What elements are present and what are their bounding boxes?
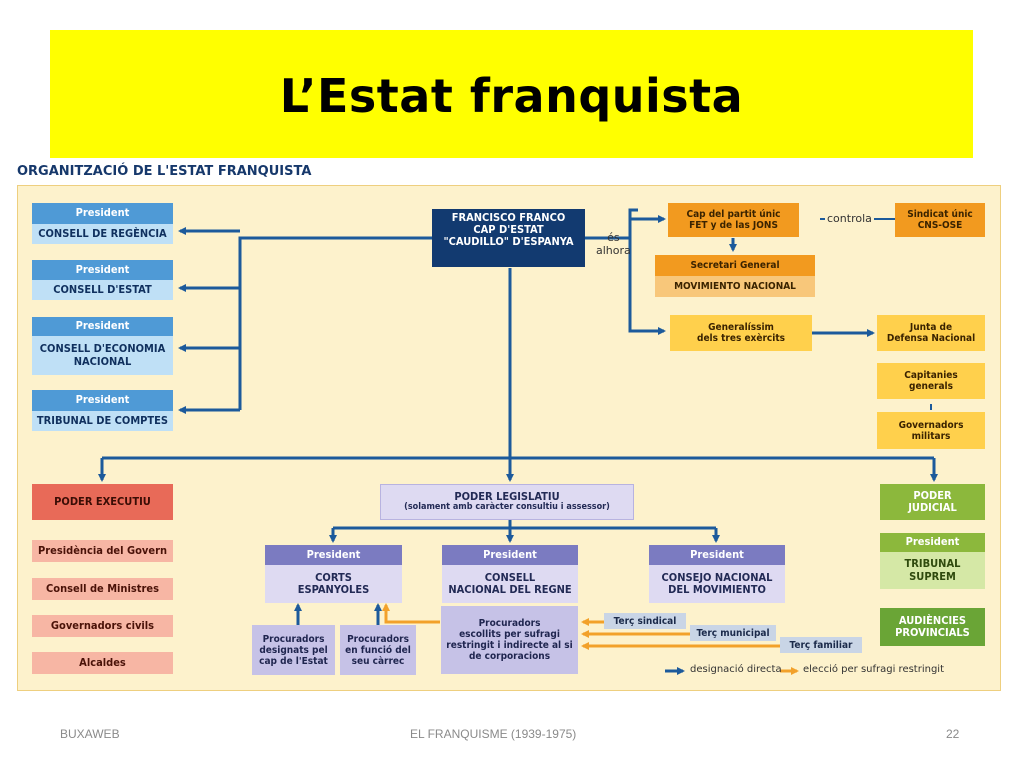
- executive-title-box: PODER EXECUTIU: [32, 484, 173, 520]
- terc-familiar-tag: Terç familiar: [780, 637, 862, 653]
- judicial-president-label: President: [880, 533, 985, 552]
- footer-left: BUXAWEB: [60, 727, 120, 741]
- legislative-subtitle: (solament amb caràcter consultiu i asses…: [404, 502, 610, 513]
- council-estat: President CONSELL D'ESTAT: [32, 260, 173, 300]
- terc-sindical-tag: Terç sindical: [604, 613, 686, 629]
- executive-item: Presidència del Govern: [32, 540, 173, 562]
- procuradors-designats-box: Procuradors designats pel cap de l'Estat: [252, 625, 335, 675]
- executive-item: Alcaldes: [32, 652, 173, 674]
- council-name: CONSELL DE REGÈNCIA: [32, 223, 173, 244]
- legislative-title-box: PODER LEGISLATIU (solament amb caràcter …: [380, 484, 634, 520]
- council-regencia: President CONSELL DE REGÈNCIA: [32, 203, 173, 244]
- head-of-state-box: FRANCISCO FRANCO CAP D'ESTAT "CAUDILLO" …: [432, 209, 585, 267]
- diagram-heading: ORGANITZACIÓ DE L'ESTAT FRANQUISTA: [17, 164, 312, 179]
- council-name: CONSELL D'ESTAT: [32, 280, 173, 300]
- executive-item: Governadors civils: [32, 615, 173, 637]
- council-president-label: President: [32, 317, 173, 336]
- council-president-label: President: [32, 260, 173, 280]
- title-bar: L’Estat franquista: [50, 30, 973, 158]
- legend-direct-label: designació directa: [690, 664, 782, 675]
- body-president-label: President: [265, 545, 402, 565]
- body-president-label: President: [649, 545, 785, 565]
- head-of-state-line: FRANCISCO FRANCO: [451, 211, 566, 224]
- page-number: 22: [946, 727, 960, 741]
- head-of-state-line: CAP D'ESTAT: [473, 223, 544, 237]
- movement-box: Secretari General MOVIMIENTO NACIONAL: [655, 255, 815, 297]
- controla-label: controla: [825, 212, 874, 225]
- legislative-title: PODER LEGISLATIU: [454, 490, 560, 503]
- body-president-label: President: [442, 545, 578, 565]
- legend-restricted-label: elecció per sufragi restringit: [803, 664, 945, 675]
- procuradors-escollits-box: Procuradors escollits per sufragi restri…: [441, 606, 578, 674]
- procuradors-funcio-box: Procuradors en funció del seu càrrec: [340, 625, 416, 675]
- executive-item: Consell de Ministres: [32, 578, 173, 600]
- terc-municipal-tag: Terç municipal: [690, 625, 776, 641]
- council-name: TRIBUNAL DE COMPTES: [32, 410, 173, 431]
- council-comptes: President TRIBUNAL DE COMPTES: [32, 390, 173, 431]
- council-president-label: President: [32, 203, 173, 224]
- footer-center: EL FRANQUISME (1939-1975): [410, 727, 577, 741]
- movement-label: MOVIMIENTO NACIONAL: [655, 276, 815, 297]
- slide-title: L’Estat franquista: [279, 69, 744, 123]
- head-of-state-line: "CAUDILLO" D'ESPANYA: [443, 235, 574, 249]
- secretary-label: Secretari General: [655, 255, 815, 276]
- council-president-label: President: [32, 390, 173, 411]
